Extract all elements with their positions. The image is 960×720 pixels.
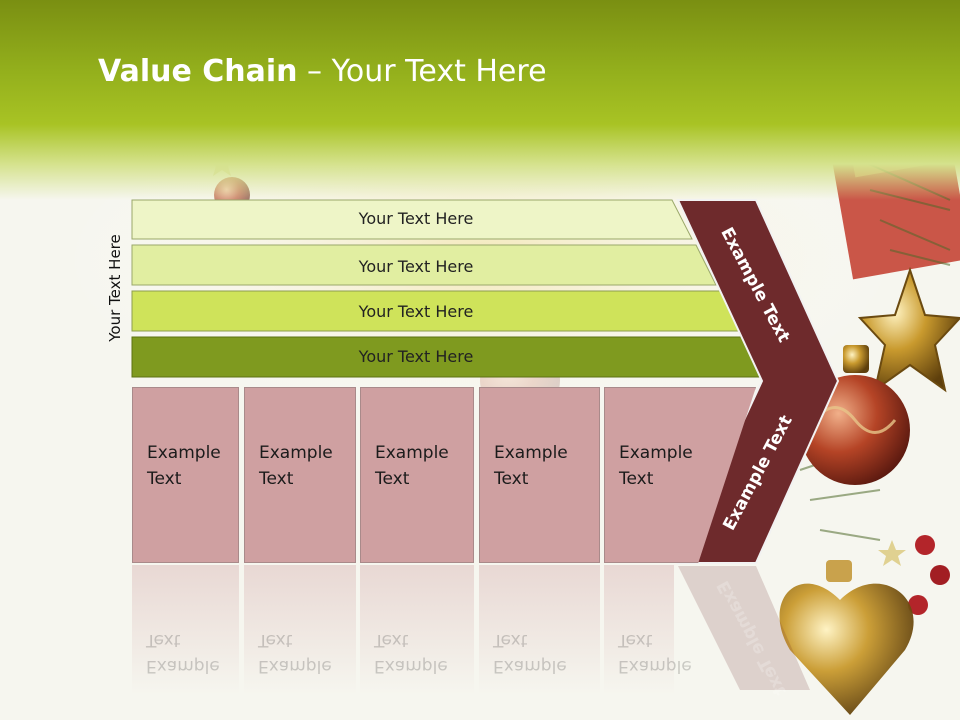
activity-box-2: Example Text (244, 387, 356, 563)
activity-reflection-label-1: Example Text (146, 630, 220, 676)
margin-arrow (676, 199, 840, 564)
activity-reflection-label-5: Example Text (618, 630, 692, 676)
header-band (0, 0, 960, 200)
activity-label-2: Example Text (259, 443, 333, 489)
activity-label-5: Example Text (619, 443, 693, 489)
star-icon (857, 266, 960, 393)
activity-box-4: Example Text (479, 387, 600, 563)
activity-reflection-5: Example Text (604, 565, 692, 695)
heart-ornament-icon (779, 583, 914, 715)
margin-arrow-reflection (678, 566, 810, 690)
row-label-3: Your Text Here (358, 302, 474, 321)
support-row-2 (131, 244, 717, 286)
title-bold: Value Chain (98, 54, 298, 89)
activity-reflection-2: Example Text (244, 565, 356, 695)
activity-label-1: Example Text (147, 443, 221, 489)
activity-box-1: Example Text (132, 387, 239, 563)
title-rest: – Your Text Here (297, 54, 547, 89)
activity-reflection-1: Example Text (132, 565, 239, 695)
activity-reflection-label-3: Example Text (374, 630, 448, 676)
row-label-4: Your Text Here (358, 347, 474, 366)
activity-reflection-3: Example Text (360, 565, 474, 695)
slide-title: Value Chain – Your Text Here (98, 54, 547, 89)
activity-label-3: Example Text (375, 443, 449, 489)
activity-reflection-label-4: Example Text (493, 630, 567, 676)
activity-label-4: Example Text (494, 443, 568, 489)
row-label-1: Your Text Here (358, 209, 474, 228)
support-row-1 (131, 199, 693, 240)
activity-box-3: Example Text (360, 387, 474, 563)
row-label-2: Your Text Here (358, 257, 474, 276)
activity-reflection-label-2: Example Text (258, 630, 332, 676)
activity-reflection-4: Example Text (479, 565, 600, 695)
